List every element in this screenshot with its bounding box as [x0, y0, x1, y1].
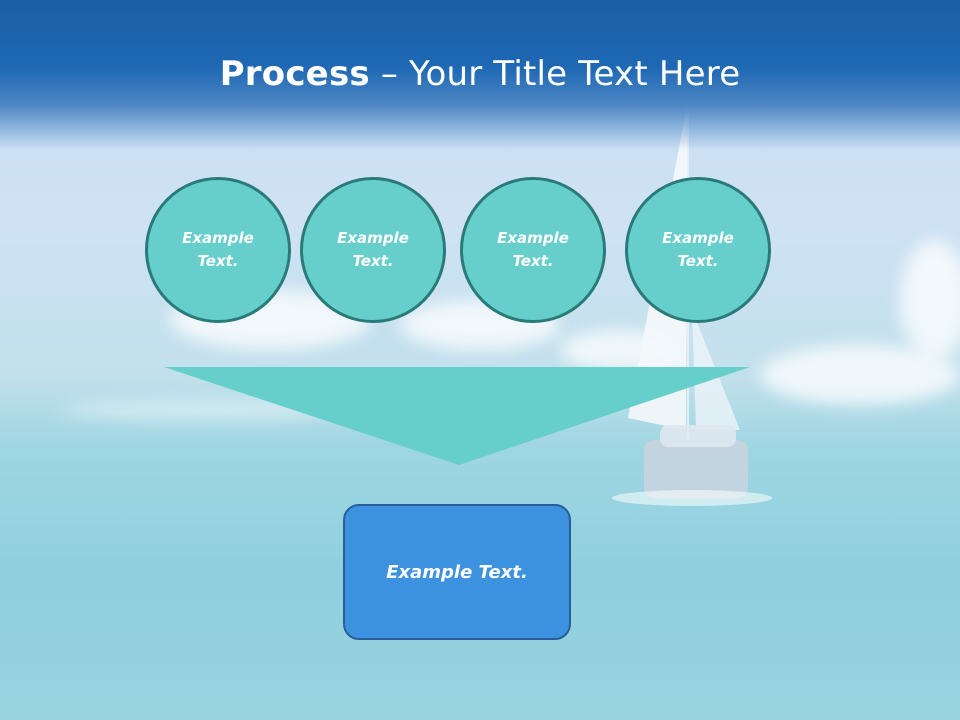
title-bold: Process — [219, 54, 370, 94]
step-label: Example Text. — [662, 229, 734, 270]
title-bar — [0, 0, 960, 150]
process-step-circle-3[interactable]: Example Text. — [460, 177, 606, 323]
step-label: Example Text. — [182, 229, 254, 270]
result-label: Example Text. — [386, 561, 528, 583]
process-step-circle-4[interactable]: Example Text. — [625, 177, 771, 323]
process-step-circle-2[interactable]: Example Text. — [300, 177, 446, 323]
title-rest: – Your Title Text Here — [369, 54, 741, 94]
process-step-circle-1[interactable]: Example Text. — [145, 177, 291, 323]
funnel-triangle — [164, 367, 750, 465]
step-label: Example Text. — [337, 229, 409, 270]
cloud — [900, 240, 960, 360]
result-box[interactable]: Example Text. — [343, 504, 571, 640]
slide-title: Process – Your Title Text Here — [0, 52, 960, 96]
step-label: Example Text. — [497, 229, 569, 270]
